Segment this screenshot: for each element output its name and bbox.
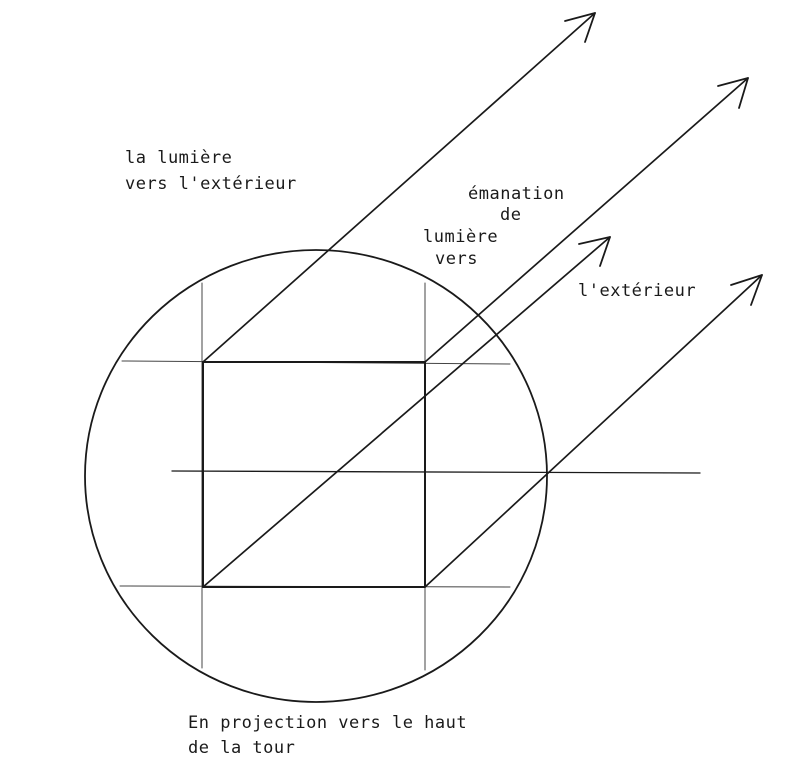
light-ray-4	[424, 274, 763, 588]
label-light-outward-line1: la lumière	[125, 148, 233, 168]
label-emanation-line2: de	[500, 205, 522, 225]
light-ray-3	[202, 236, 611, 588]
label-emanation-line1: émanation	[468, 184, 565, 204]
label-light-outward-line2: vers l'extérieur	[125, 174, 297, 194]
light-ray-1	[202, 12, 596, 363]
arrowhead-icon	[564, 12, 596, 43]
tower-circle	[84, 249, 548, 703]
central-square	[202, 361, 426, 588]
arrowhead-icon	[730, 274, 763, 306]
caption-line2: de la tour	[188, 738, 296, 758]
arrowhead-icon	[717, 77, 749, 109]
arrowhead-icon	[578, 236, 611, 267]
label-emanation-line4: vers	[435, 249, 478, 269]
label-emanation-line5: l'extérieur	[578, 281, 697, 301]
horizontal-axis-line	[171, 470, 701, 474]
caption-line1: En projection vers le haut	[188, 713, 468, 733]
label-emanation-line3: lumière	[423, 227, 499, 247]
light-ray-2	[424, 77, 749, 363]
